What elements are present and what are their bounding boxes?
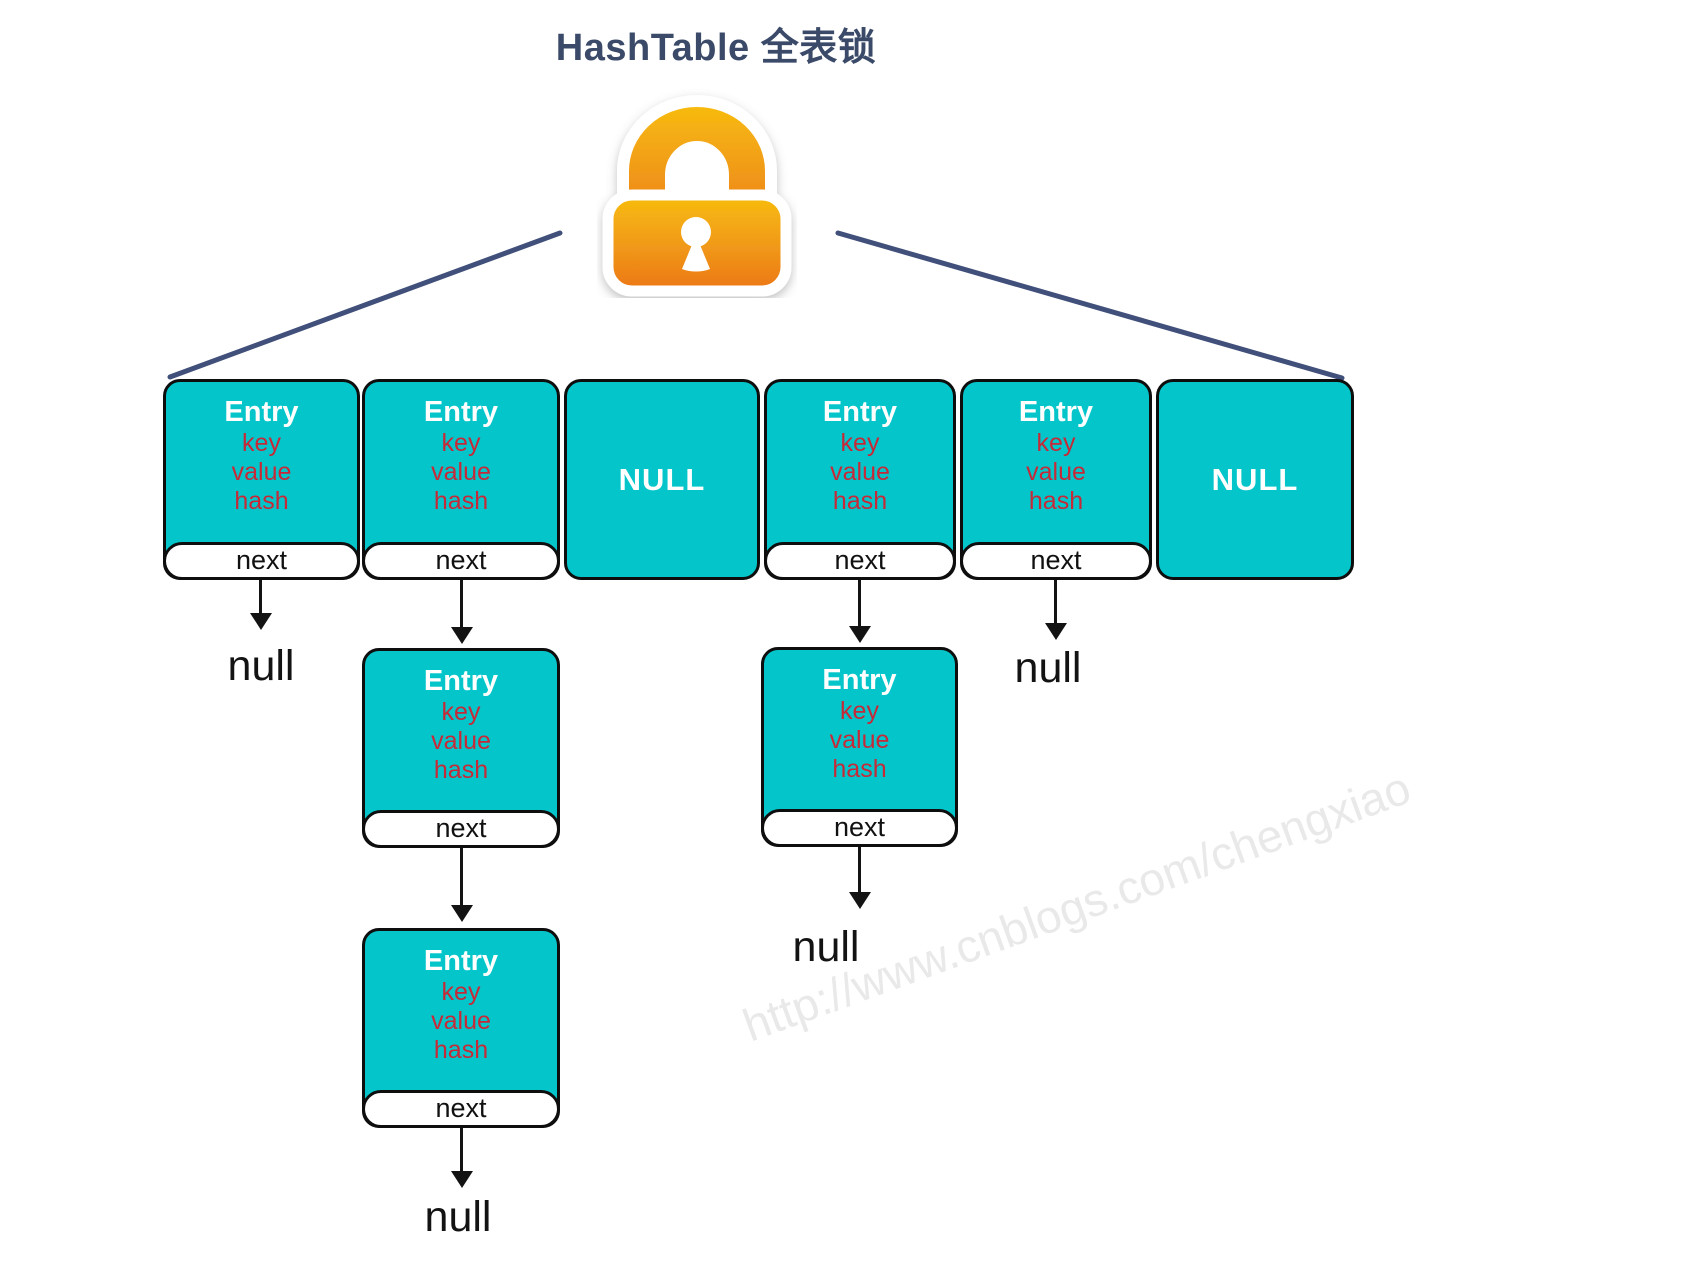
entry-field-key: key: [840, 429, 880, 457]
null-text-chain2: null: [424, 1193, 492, 1241]
arrow-down-bucket4: [858, 580, 861, 627]
entry-field-value: value: [231, 458, 292, 486]
null-bucket-label: NULL: [1211, 461, 1299, 497]
bucket-null-3: NULL: [564, 379, 760, 580]
arrow-down-bucket5: [1054, 580, 1057, 624]
lock-shackle-hole: [665, 141, 729, 215]
entry-title: Entry: [423, 665, 499, 697]
entry-field-hash: hash: [234, 487, 289, 515]
null-text-bucket5: null: [1014, 644, 1082, 692]
chain-entry-2a: Entry key value hash next: [362, 648, 560, 848]
next-slot: next: [163, 542, 360, 580]
null-text-bucket1: null: [227, 642, 295, 690]
next-slot: next: [362, 810, 560, 848]
entry-field-hash: hash: [433, 756, 489, 784]
entry-field-hash: hash: [433, 487, 489, 515]
entry-title: Entry: [423, 945, 499, 977]
next-slot: next: [960, 542, 1152, 580]
bucket-entry-5: Entry key value hash next: [960, 379, 1152, 580]
next-slot: next: [764, 542, 956, 580]
entry-field-value: value: [431, 1007, 491, 1035]
entry-field-hash: hash: [832, 487, 888, 515]
entry-field-value: value: [431, 727, 491, 755]
arrow-down-chain2b: [460, 1128, 463, 1172]
entry-field-hash: hash: [832, 755, 887, 783]
arrow-down-bucket2: [460, 580, 463, 628]
arrow-down-bucket1: [259, 580, 262, 614]
next-slot: next: [362, 1090, 560, 1128]
lock-body: [602, 189, 792, 297]
lock-icon: [602, 95, 792, 297]
connector-line-right: [835, 230, 1345, 381]
entry-title: Entry: [224, 396, 299, 428]
entry-field-hash: hash: [433, 1036, 489, 1064]
null-text-chain4: null: [792, 923, 860, 971]
keyhole-icon: [681, 217, 711, 247]
bucket-entry-2: Entry key value hash next: [362, 379, 560, 580]
entry-field-key: key: [441, 429, 481, 457]
arrow-down-chain2a: [460, 848, 463, 906]
entry-title: Entry: [423, 396, 499, 428]
entry-field-key: key: [1036, 429, 1076, 457]
entry-field-value: value: [830, 458, 890, 486]
entry-field-hash: hash: [1028, 487, 1084, 515]
next-slot: next: [362, 542, 560, 580]
connector-line-left: [167, 230, 563, 380]
entry-field-key: key: [441, 698, 481, 726]
entry-field-value: value: [829, 726, 890, 754]
entry-field-key: key: [242, 429, 281, 457]
chain-entry-4a: Entry key value hash next: [761, 647, 958, 847]
chain-entry-2b: Entry key value hash next: [362, 928, 560, 1128]
entry-title: Entry: [822, 396, 898, 428]
null-bucket-label: NULL: [618, 461, 706, 497]
arrow-down-chain4a: [858, 847, 861, 893]
entry-title: Entry: [1018, 396, 1094, 428]
bucket-entry-4: Entry key value hash next: [764, 379, 956, 580]
entry-title: Entry: [822, 664, 897, 696]
next-slot: next: [761, 809, 958, 847]
bucket-entry-1: Entry key value hash next: [163, 379, 360, 580]
entry-field-value: value: [431, 458, 491, 486]
entry-field-key: key: [840, 697, 879, 725]
entry-field-value: value: [1026, 458, 1086, 486]
lock-shackle: [617, 95, 777, 243]
diagram-title: HashTable 全表锁: [555, 27, 877, 69]
bucket-null-6: NULL: [1156, 379, 1354, 580]
entry-field-key: key: [441, 978, 481, 1006]
keyhole-wedge: [682, 235, 710, 272]
